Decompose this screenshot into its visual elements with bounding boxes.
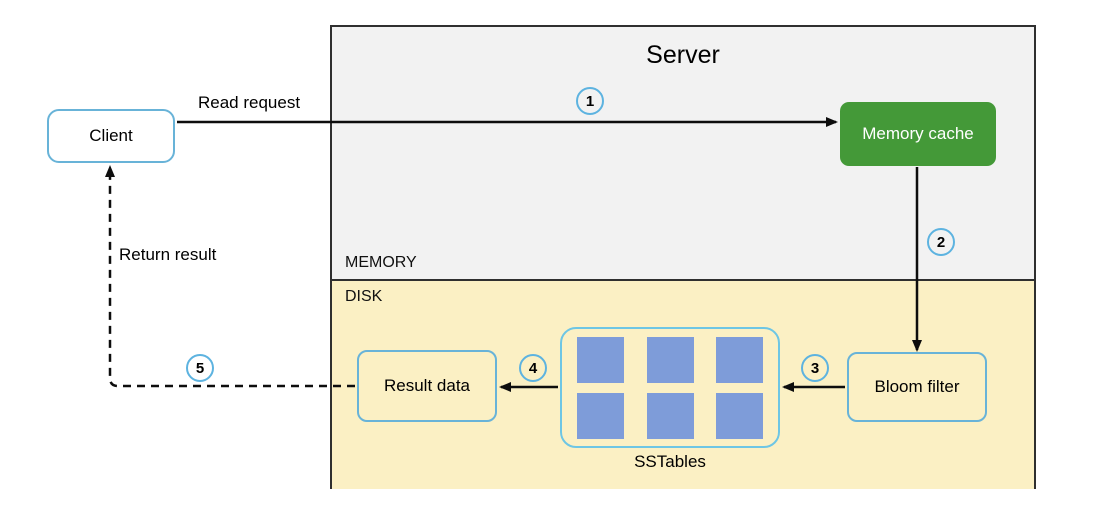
- server-title: Server: [646, 41, 720, 69]
- step-badge-1: 1: [576, 87, 604, 115]
- sstable-square: [577, 393, 624, 439]
- step-number: 3: [810, 359, 820, 377]
- memory-region-label: MEMORY: [345, 254, 417, 271]
- step-badge-3: 3: [801, 354, 829, 382]
- disk-region-label: DISK: [345, 288, 383, 305]
- memory-cache-node: Memory cache: [840, 102, 996, 166]
- result-data-label: Result data: [384, 376, 470, 395]
- bloom-filter-label: Bloom filter: [874, 377, 960, 396]
- sstables-label: SSTables: [634, 452, 706, 471]
- step-number: 1: [585, 92, 595, 110]
- step-badge-5: 5: [186, 354, 214, 382]
- sstable-square: [716, 337, 763, 383]
- sstable-square: [577, 337, 624, 383]
- client-node: Client: [47, 109, 175, 163]
- step-badge-2: 2: [927, 228, 955, 256]
- read-request-label: Read request: [198, 93, 301, 112]
- step-badge-4: 4: [519, 354, 547, 382]
- step-number: 4: [528, 359, 538, 377]
- client-label: Client: [89, 126, 133, 145]
- result-data-node: Result data: [357, 350, 497, 422]
- sstables-node: [560, 327, 780, 448]
- sstable-square: [646, 337, 694, 383]
- arrow-return-result: [105, 165, 355, 388]
- return-result-label: Return result: [119, 245, 217, 264]
- step-number: 2: [936, 233, 946, 251]
- sstable-square: [646, 393, 694, 439]
- memory-cache-label: Memory cache: [862, 124, 974, 143]
- step-number: 5: [195, 359, 205, 377]
- sstable-square: [716, 393, 763, 439]
- bloom-filter-node: Bloom filter: [847, 352, 987, 422]
